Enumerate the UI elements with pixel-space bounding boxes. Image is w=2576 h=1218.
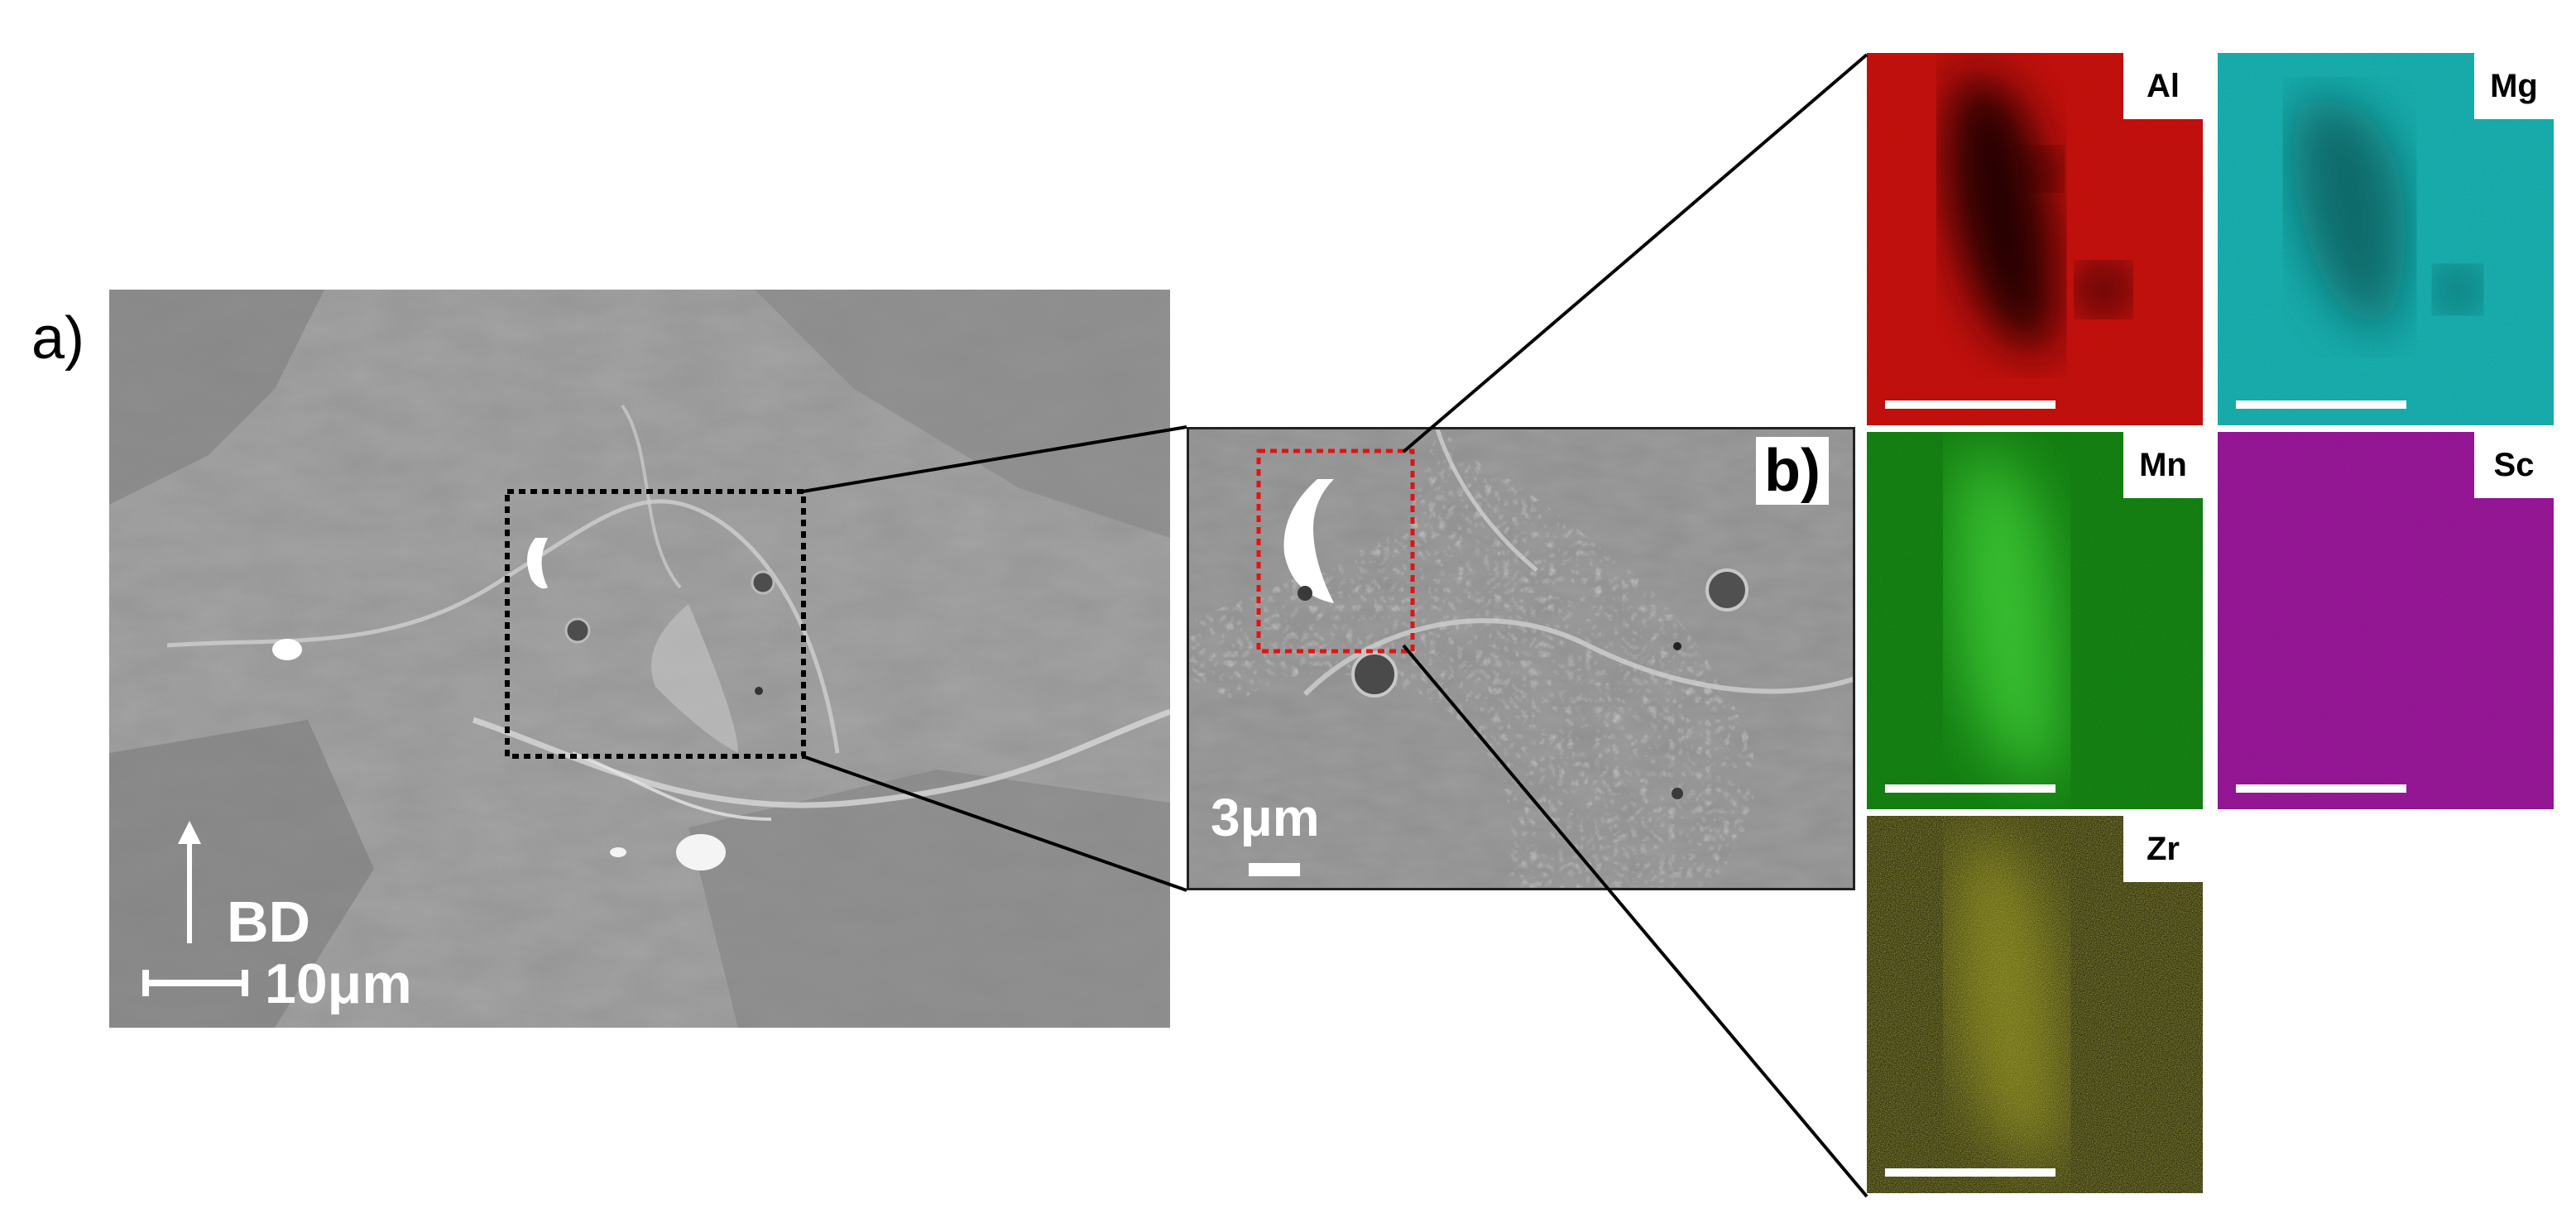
eds-map-sc: Sc — [2218, 432, 2554, 809]
eds-map-sc-label: Sc — [2474, 432, 2554, 498]
eds-map-zr-scale-bar — [1885, 1168, 2056, 1177]
eds-map-al: Al — [1867, 53, 2203, 425]
map-region-box — [1256, 448, 1415, 654]
sem-overview-image: BD 10μm — [109, 290, 1170, 1028]
eds-map-sc-scale-bar — [2236, 784, 2406, 793]
panel-a-label: a) — [31, 305, 85, 372]
zoom-region-box — [505, 489, 806, 759]
eds-map-mg-scale-bar — [2236, 400, 2406, 409]
scale-label-3um: 3μm — [1211, 788, 1320, 847]
build-direction-arrow — [142, 821, 248, 996]
eds-map-al-scale-bar — [1885, 400, 2056, 409]
scale-bar-3um — [1249, 863, 1300, 876]
eds-map-mn: Mn — [1867, 432, 2203, 809]
eds-map-mg-label: Mg — [2474, 53, 2554, 119]
eds-map-zr-label: Zr — [2123, 816, 2203, 882]
eds-map-mn-label: Mn — [2123, 432, 2203, 498]
build-direction-label: BD — [227, 890, 311, 954]
panel-b-label: b) — [1756, 437, 1829, 505]
eds-map-mn-scale-bar — [1885, 784, 2056, 793]
eds-map-mg: Mg — [2218, 53, 2554, 425]
sem-zoom-image: 3μm — [1187, 427, 1855, 890]
eds-map-al-label: Al — [2123, 53, 2203, 119]
scale-label-10um: 10μm — [265, 952, 412, 1015]
eds-map-zr: Zr — [1867, 816, 2203, 1193]
